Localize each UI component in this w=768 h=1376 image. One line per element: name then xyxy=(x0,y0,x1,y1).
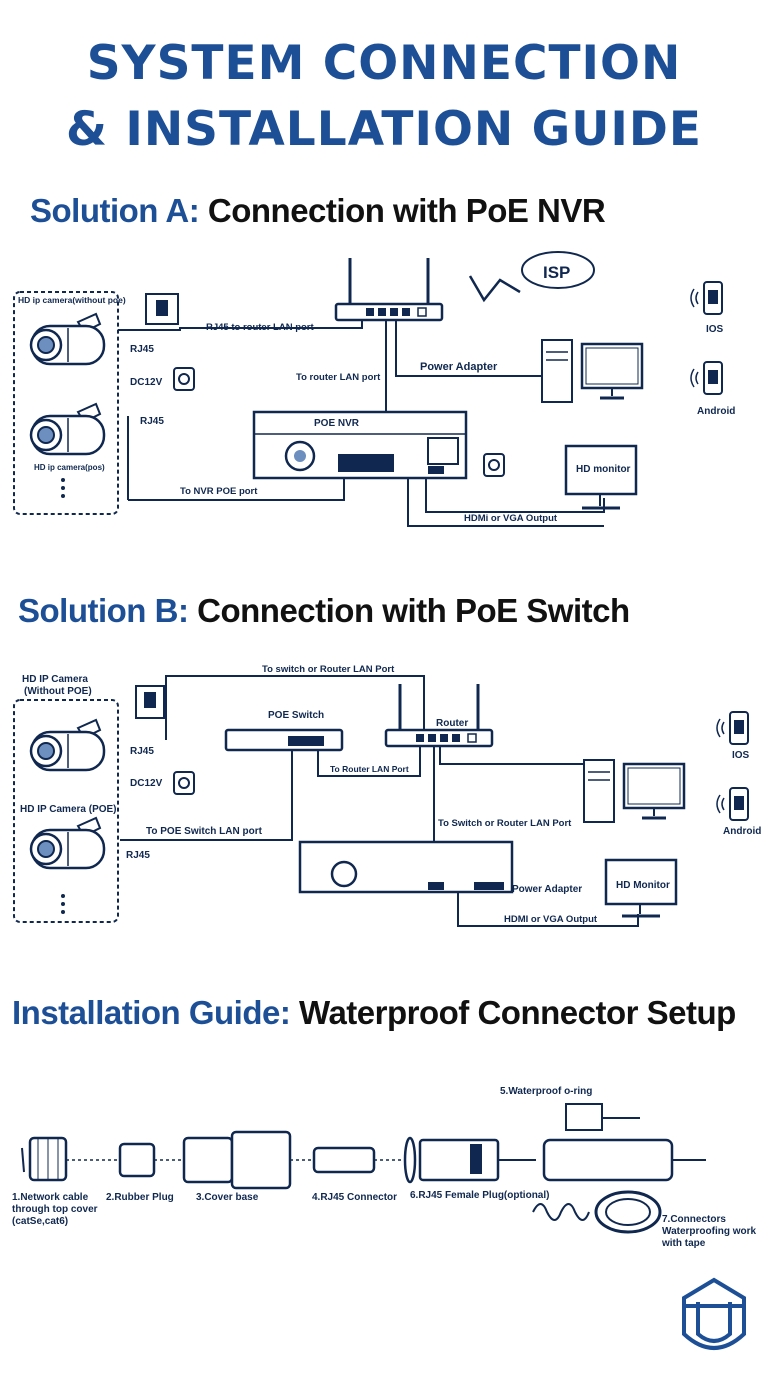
a-rj45-router-label: RJ45 to router LAN port xyxy=(206,322,315,333)
page-title-line1: SYSTEM CONNECTION xyxy=(86,36,682,91)
b-power-adapter: Power Adapter xyxy=(512,884,582,895)
o-ring-icon xyxy=(403,1136,417,1184)
female-plug-icon xyxy=(418,1138,500,1182)
step-5-label: 5.Waterproof o-ring xyxy=(500,1086,592,1097)
a-isp-label: ISP xyxy=(543,263,570,282)
step-7-line2: Waterproofing work xyxy=(662,1226,757,1237)
b-android-label: Android xyxy=(723,826,761,837)
a-android-phone-icon xyxy=(690,361,723,395)
cover-base-icon xyxy=(182,1136,234,1184)
b-router-icon xyxy=(384,682,494,748)
b-monitor-icon xyxy=(604,858,678,906)
a-computer-icon xyxy=(540,338,644,404)
b-switch-label: POE Switch xyxy=(268,710,324,721)
b-rj45-bottom: RJ45 xyxy=(126,850,150,861)
b-switch-router-label: To switch or Router LAN Port xyxy=(262,664,395,675)
b-cam-top-label-2: (Without POE) xyxy=(24,686,92,697)
b-camera-bottom-icon xyxy=(29,816,106,870)
rj45-connector-icon xyxy=(312,1146,376,1174)
a-power-adapter: Power Adapter xyxy=(420,361,498,373)
step-3-label: 3.Cover base xyxy=(196,1192,259,1203)
diagram-installation: 5.Waterproof o-ring 1.Network cable thro… xyxy=(12,1086,757,1249)
step-1-line3: (catSe,cat6) xyxy=(12,1216,68,1227)
b-router-lan-label: To Router LAN Port xyxy=(330,764,409,774)
step-7-line3: with tape xyxy=(661,1238,706,1249)
a-rj45-top: RJ45 xyxy=(130,344,154,355)
a-camera-top-icon xyxy=(29,312,106,366)
a-outlet-2-icon xyxy=(483,453,505,477)
a-android-label: Android xyxy=(697,406,735,417)
step-1-line1: 1.Network cable xyxy=(12,1192,89,1203)
b-android-phone-icon xyxy=(716,787,749,821)
a-router-lan-label: To router LAN port xyxy=(296,372,381,383)
b-router-label: Router xyxy=(436,718,468,729)
a-nvr-label: POE NVR xyxy=(314,418,360,429)
b-switch-router-2-label: To Switch or Router LAN Port xyxy=(438,818,572,829)
a-rj45-bottom: RJ45 xyxy=(140,416,164,427)
b-computer-icon xyxy=(582,758,686,824)
a-ios-phone-icon xyxy=(690,281,723,315)
b-outlet-icon xyxy=(173,771,195,795)
section-b-title: Connection with PoE Switch xyxy=(188,592,630,629)
a-router-icon xyxy=(334,256,444,322)
page-title-line2: & INSTALLATION GUIDE xyxy=(66,102,702,157)
b-monitor-label: HD Monitor xyxy=(616,880,670,891)
a-dc12v: DC12V xyxy=(130,377,163,388)
a-nvr-poe-label: To NVR POE port xyxy=(180,486,258,497)
a-ios-label: IOS xyxy=(706,324,724,335)
step-4-label: 4.RJ45 Connector xyxy=(312,1192,397,1203)
a-monitor-label: HD monitor xyxy=(576,464,631,475)
step-2-label: 2.Rubber Plug xyxy=(106,1192,174,1203)
step-7-line1: 7.Connectors xyxy=(662,1214,726,1225)
a-outlet-icon xyxy=(173,367,195,391)
a-hdmi-label: HDMi or VGA Output xyxy=(464,513,558,524)
section-a-title: Connection with PoE NVR xyxy=(199,192,606,229)
shield-logo-icon xyxy=(682,1277,746,1350)
section-a-prefix: Solution A: xyxy=(30,192,200,229)
b-ios-label: IOS xyxy=(732,750,750,761)
connected-assembly-icon xyxy=(542,1138,674,1182)
a-monitor-icon xyxy=(564,444,638,496)
diagram-solution-b: HD IP Camera (Without POE) HD IP Camera … xyxy=(13,664,761,927)
a-cam-top-label: HD ip camera(without poe) xyxy=(18,295,126,305)
b-camera-top-icon xyxy=(29,718,106,772)
b-poe-switch-label: To POE Switch LAN port xyxy=(146,826,263,837)
section-c-prefix: Installation Guide: xyxy=(12,994,291,1031)
section-b-heading: Solution B: Connection with PoE Switch xyxy=(18,592,630,630)
step-1-line2: through top cover xyxy=(12,1204,98,1215)
b-switch-icon xyxy=(224,728,344,752)
b-cam-bottom-label: HD IP Camera (POE) xyxy=(20,804,117,815)
rubber-plug-icon xyxy=(118,1142,156,1178)
diagram-solution-a: HD ip camera(without poe) HD ip camera(p… xyxy=(13,251,735,527)
a-camera-bottom-icon xyxy=(29,402,106,456)
b-cam-top-label-1: HD IP Camera xyxy=(22,674,88,685)
section-c-heading: Installation Guide: Waterproof Connector… xyxy=(12,994,736,1032)
section-b-prefix: Solution B: xyxy=(18,592,189,629)
b-ios-phone-icon xyxy=(716,711,749,745)
b-rj45-top: RJ45 xyxy=(130,746,154,757)
b-dc12v: DC12V xyxy=(130,778,163,789)
section-a-heading: Solution A: Connection with PoE NVR xyxy=(30,192,606,230)
a-cam-bottom-label: HD ip camera(pos) xyxy=(34,463,105,472)
step-6-label: 6.RJ45 Female Plug(optional) xyxy=(410,1190,549,1201)
section-c-title: Waterproof Connector Setup xyxy=(290,994,736,1031)
b-hdmi-label: HDMI or VGA Output xyxy=(504,914,598,925)
